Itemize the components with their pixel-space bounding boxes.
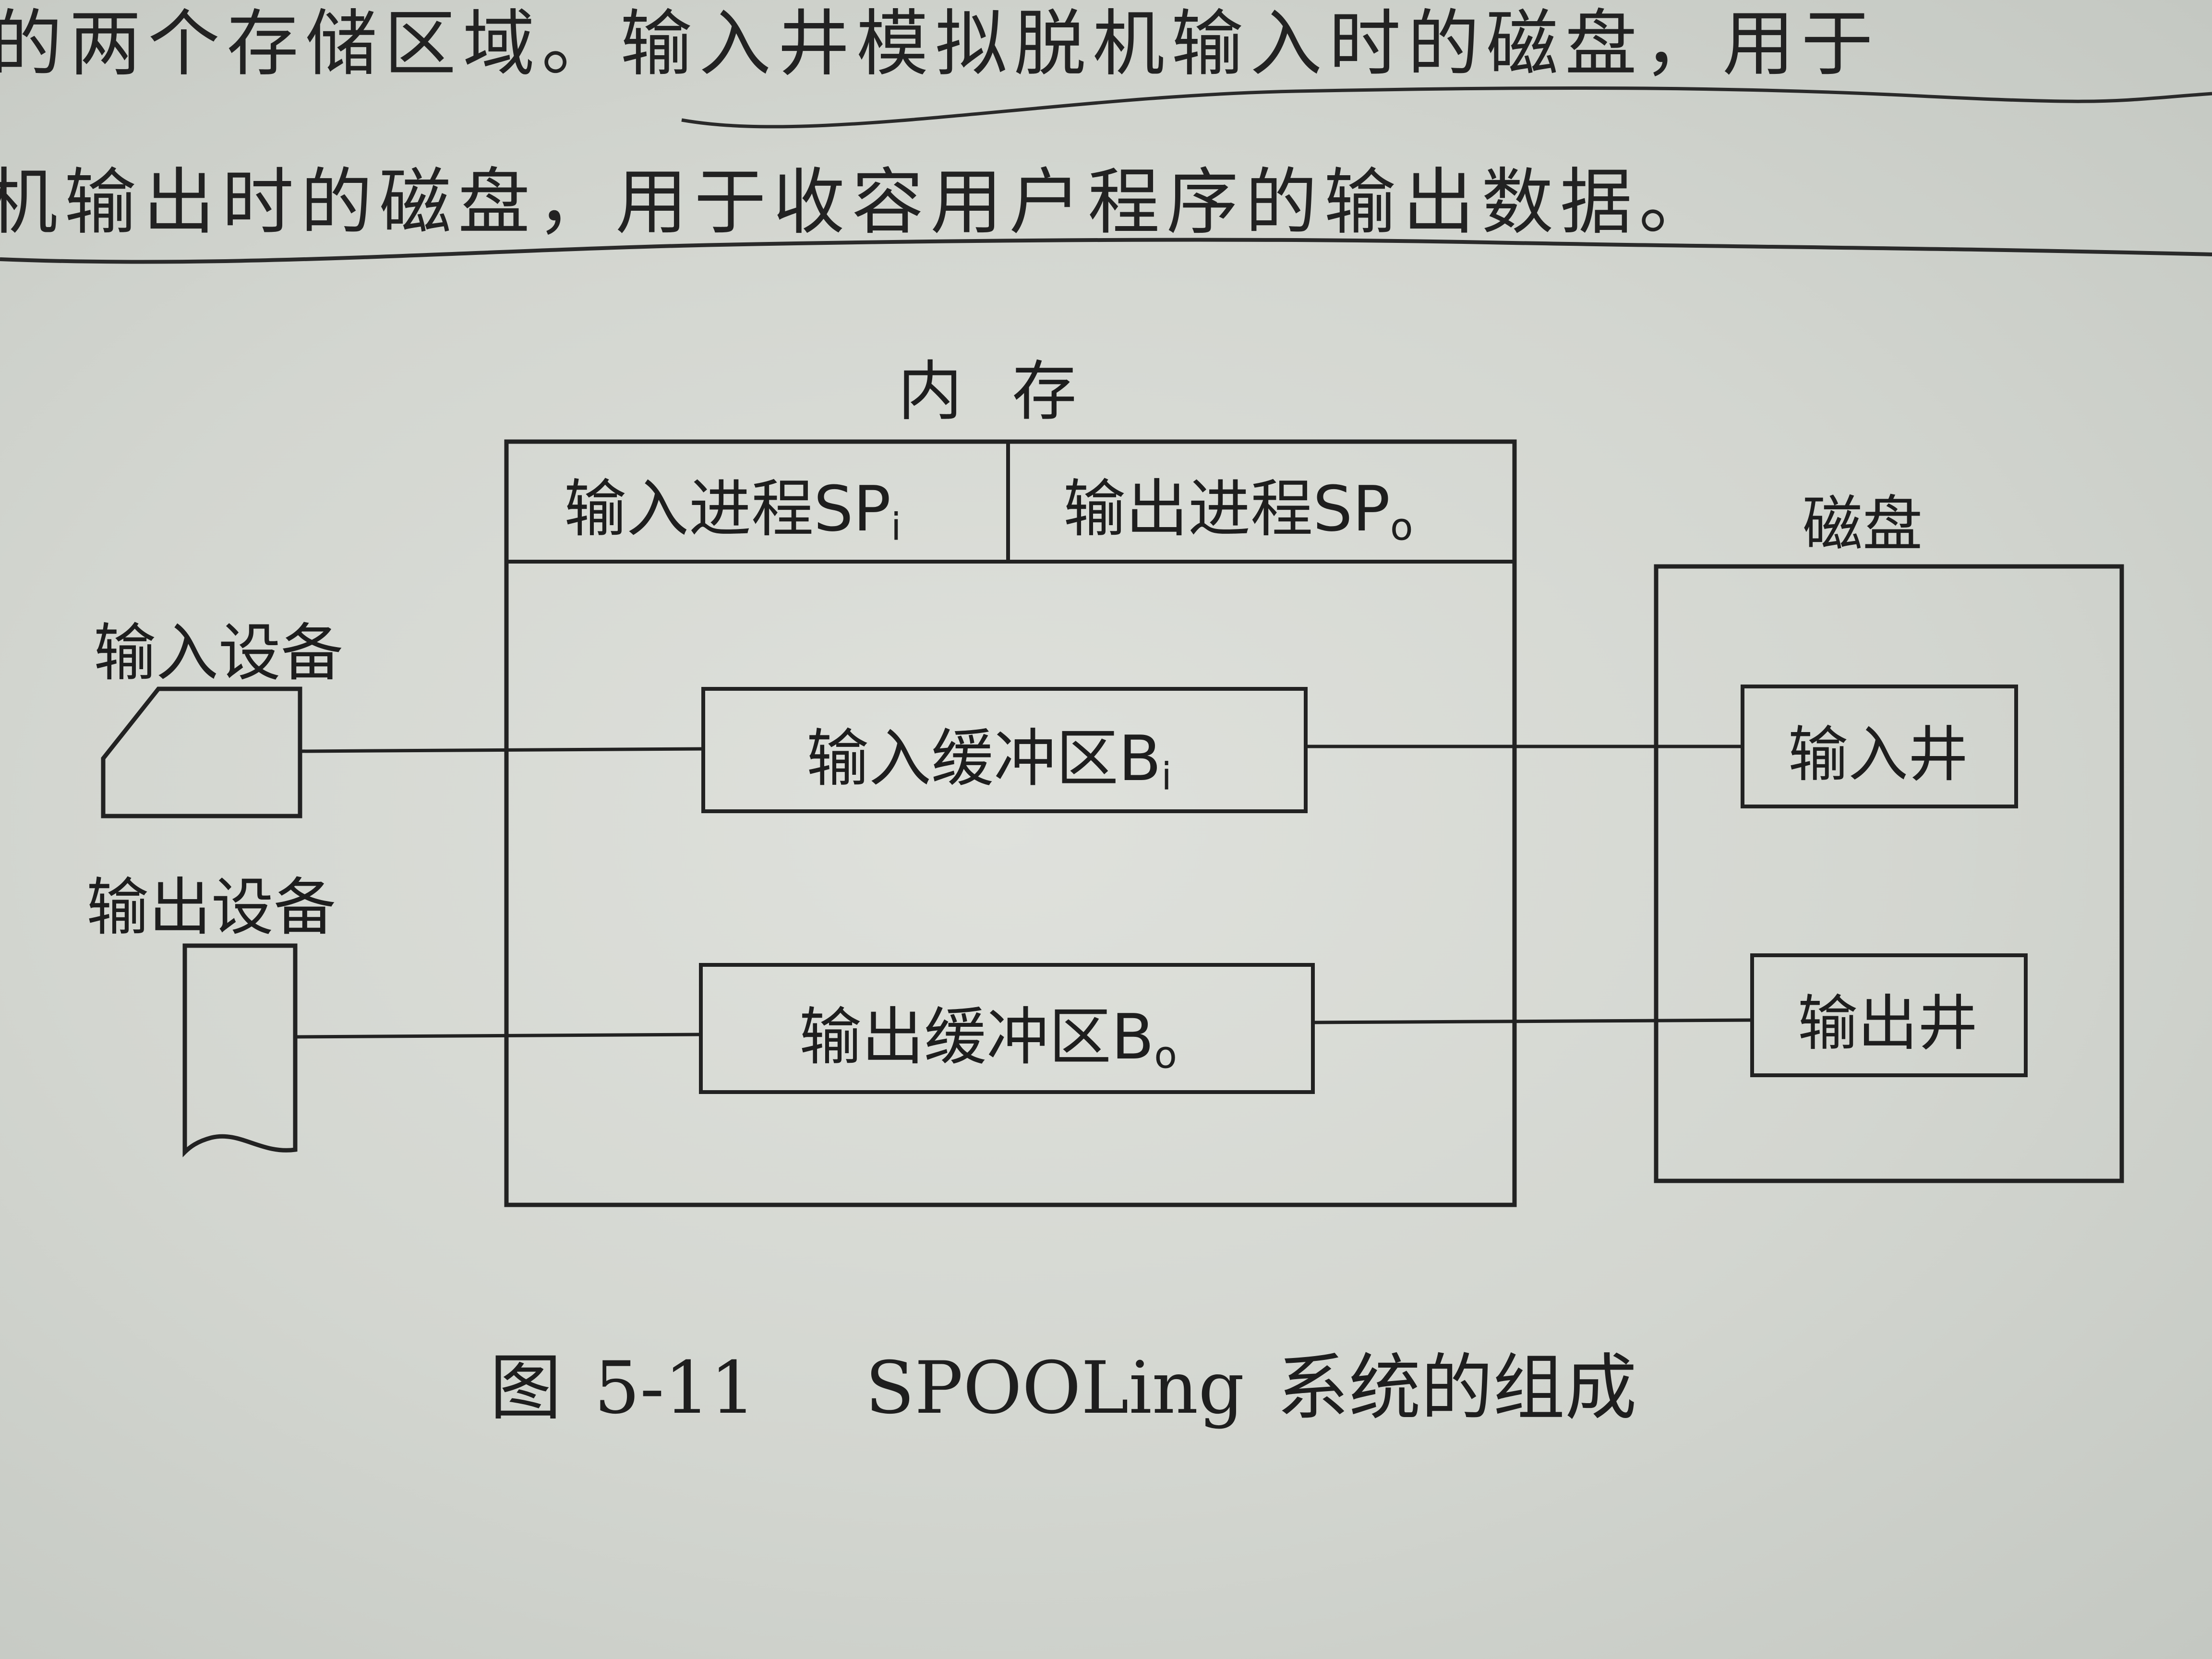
input-device-label: 输入设备 (94, 616, 344, 689)
input-device-shape (101, 686, 302, 818)
output-device-label: 输出设备 (86, 871, 337, 944)
caption-prefix: 图 (490, 1346, 562, 1430)
figure-caption: 图 5-11 SPOOLing 系统的组成 (490, 1330, 1637, 1434)
body-text-line-1: 的两个存储区域。输入井模拟脱机输入时的磁盘，用于 (0, 2, 1880, 86)
output-buffer-label: 输出缓冲区Bo (799, 986, 1177, 1077)
output-device-to-buffer-line (295, 1033, 701, 1039)
output-buffer-box (699, 963, 1315, 1094)
pen-underline-1 (681, 86, 2212, 129)
input-buffer-subscript: i (1161, 755, 1172, 799)
output-device-shape (182, 943, 298, 1157)
output-well-label: 输出井 (1798, 989, 1978, 1058)
disk-box (1654, 564, 2124, 1183)
caption-number: 5-11 (594, 1346, 756, 1430)
input-process-label: 输入进程SPi (564, 458, 902, 549)
input-buffer-label: 输入缓冲区Bi (806, 708, 1172, 799)
input-process-subscript: i (890, 505, 902, 549)
output-process-text: 输出进程SP (1063, 472, 1390, 545)
caption-title-cn: 系统的组成 (1276, 1346, 1637, 1430)
caption-title-en: SPOOLing (865, 1346, 1245, 1430)
memory-title: 内 存 (898, 354, 1091, 429)
disk-title: 磁盘 (1803, 490, 1923, 559)
output-buffer-subscript: o (1154, 1034, 1177, 1077)
input-buffer-text: 输入缓冲区B (806, 722, 1162, 795)
output-buffer-to-well-line (1312, 1018, 1753, 1024)
output-buffer-text: 输出缓冲区B (799, 1000, 1154, 1073)
body-text-line-2: 机输出时的磁盘，用于收容用户程序的输出数据。 (0, 161, 1718, 244)
output-process-label: 输出进程SPo (1063, 458, 1413, 549)
input-well-label: 输入井 (1788, 720, 1968, 790)
input-process-text: 输入进程SP (564, 472, 891, 545)
pen-underline-2 (0, 238, 2212, 264)
input-device-to-buffer-line (300, 747, 704, 753)
output-well-box (1750, 953, 2028, 1077)
output-process-subscript: o (1390, 505, 1413, 549)
memory-box (504, 439, 1517, 1207)
